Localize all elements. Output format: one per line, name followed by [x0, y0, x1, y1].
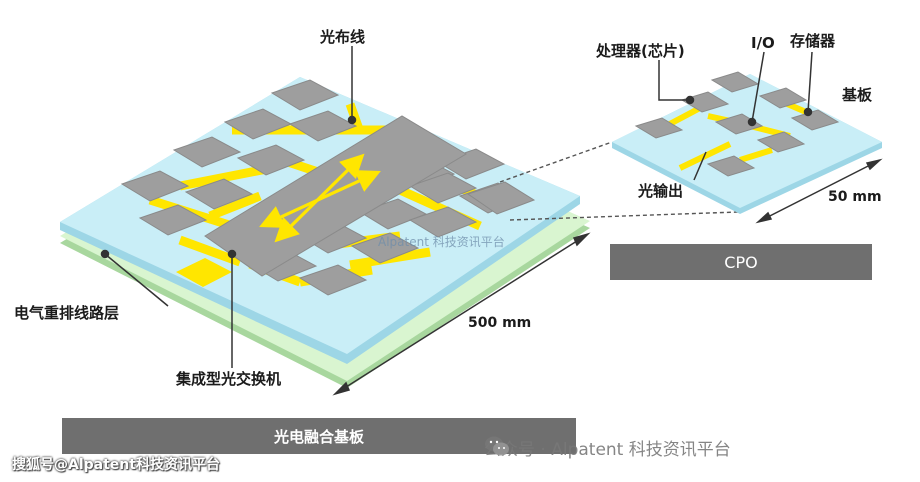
wechat-icon: [485, 436, 509, 456]
watermark-wechat-text: 公众号 · Alpatent 科技资讯平台: [484, 440, 731, 460]
integrated-switch-body: [204, 115, 467, 277]
label-memory: 存储器: [790, 32, 836, 50]
leader-lines-large: [100, 46, 357, 368]
leader-lines-small: [658, 51, 813, 181]
watermark-sohu: 搜狐号@Alpatent科技资讯平台: [12, 457, 220, 473]
bar-right-text: CPO: [724, 252, 758, 272]
watermark-wechat: 公众号 · Alpatent 科技资讯平台: [484, 435, 731, 460]
bar-cpo: CPO: [610, 244, 872, 280]
large-board-chip-edge: [466, 181, 536, 215]
cpo-chips: [634, 71, 840, 177]
label-io: I/O: [751, 34, 775, 52]
label-optical-output: 光输出: [638, 182, 684, 200]
projection-dashes: [499, 141, 739, 221]
label-size-large: 500 mm: [468, 315, 532, 331]
label-optical-wiring: 光布线: [320, 28, 366, 46]
dimension-arrow-large: [332, 232, 591, 396]
label-integrated-switch: 集成型光交换机: [176, 370, 282, 388]
label-redistribution-layer: 电气重排线路层: [14, 304, 120, 322]
label-processor: 处理器(芯片): [596, 42, 685, 60]
bar-left-text: 光电融合基板: [273, 427, 364, 446]
switch-arrows: [259, 153, 381, 243]
optical-io-pad: [176, 258, 232, 287]
dimension-arrow-small: [755, 158, 883, 224]
label-size-small: 50 mm: [828, 189, 882, 205]
cpo-board-top: [612, 74, 882, 208]
watermark-center: Alpatent 科技资讯平台: [378, 235, 505, 249]
label-substrate: 基板: [842, 86, 873, 104]
